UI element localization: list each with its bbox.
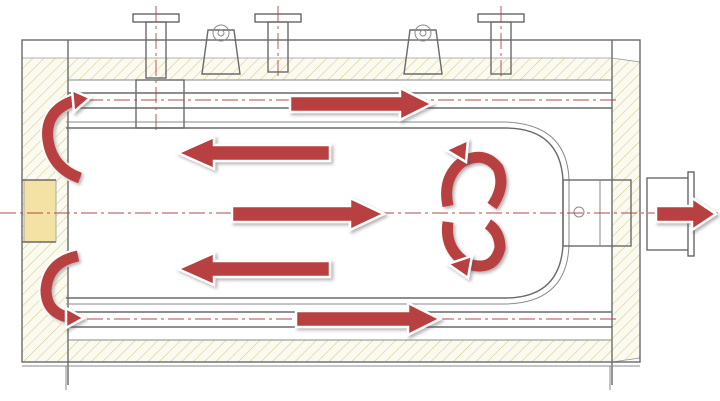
flow-arrow-furnace-bottom-left (174, 251, 332, 287)
flange-nozzle-2 (254, 6, 302, 78)
burner-port (22, 179, 56, 243)
support-legs (65, 366, 611, 390)
flow-arrow-furnace-center-right (230, 196, 387, 232)
flow-arrow-lower-pass (294, 300, 443, 338)
flow-curl-front-top (40, 87, 93, 186)
flow-curl-rear-top (439, 137, 507, 210)
flange-nozzle-3 (477, 6, 525, 78)
flow-curl-rear-bottom (440, 219, 506, 281)
lifting-lug-2 (403, 24, 443, 75)
flow-curl-front-bottom (38, 248, 87, 331)
flow-arrow-outlet (654, 195, 719, 233)
flange-nozzle-1 (132, 6, 185, 130)
flow-arrow-furnace-top-left (174, 135, 332, 171)
flow-arrow-upper-pass (288, 85, 435, 123)
lifting-lug-1 (201, 24, 241, 75)
